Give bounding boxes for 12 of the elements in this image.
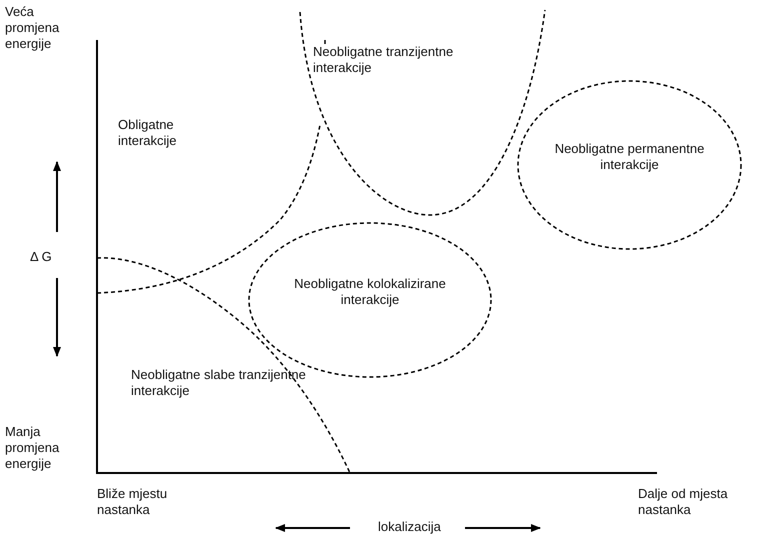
- axis-label: Δ G: [30, 249, 53, 265]
- region-label: Obligatne interakcije: [118, 117, 178, 149]
- region-label: Neobligatne kolokalizirane interakcije: [293, 276, 447, 308]
- axis-label: Manja promjena energije: [5, 424, 60, 472]
- axis-label: Veća promjena energije: [5, 4, 60, 52]
- region-label: Neobligatne tranzijentne interakcije: [313, 44, 454, 76]
- axis-label: Dalje od mjesta nastanka: [638, 486, 729, 518]
- dashed-ellipse: [517, 80, 742, 250]
- axis-label: Bliže mjestu nastanka: [97, 486, 168, 518]
- region-label: Neobligatne slabe tranzijentne interakcije: [131, 367, 306, 399]
- region-label: Neobligatne permanentne interakcije: [554, 141, 706, 173]
- axis-label: lokalizacija: [378, 519, 442, 535]
